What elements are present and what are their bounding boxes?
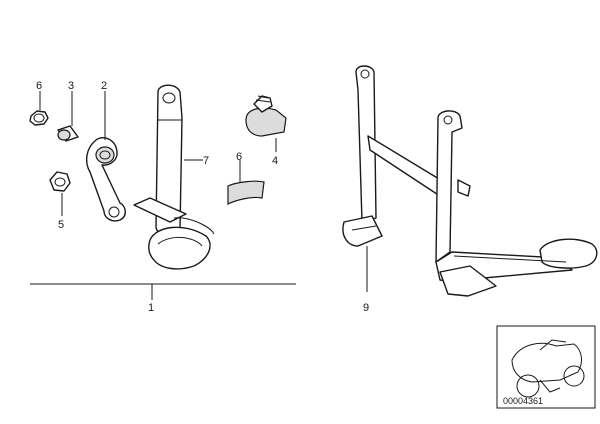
bushing: [57, 125, 79, 142]
hex-nut: [49, 171, 71, 192]
stand-lever: [85, 136, 126, 222]
callout-7: 7: [203, 155, 209, 167]
callout-4: 4: [272, 155, 278, 167]
callout-2: 2: [101, 80, 107, 92]
thumbnail-reference: 00004361: [503, 396, 543, 406]
side-stand: [133, 84, 215, 270]
callout-1: 1: [148, 302, 154, 314]
callout-9: 9: [363, 302, 369, 314]
callout-5: 5: [58, 219, 64, 231]
callout-6a: 6: [36, 80, 42, 92]
callout-6b: 6: [236, 151, 242, 163]
rubber-stop: [245, 95, 287, 137]
motorcycle-thumbnail: 00004361: [496, 325, 596, 409]
rubber-strip: [227, 180, 265, 205]
center-stand: [342, 65, 598, 297]
nut-small: [29, 110, 49, 126]
callout-3: 3: [68, 80, 74, 92]
